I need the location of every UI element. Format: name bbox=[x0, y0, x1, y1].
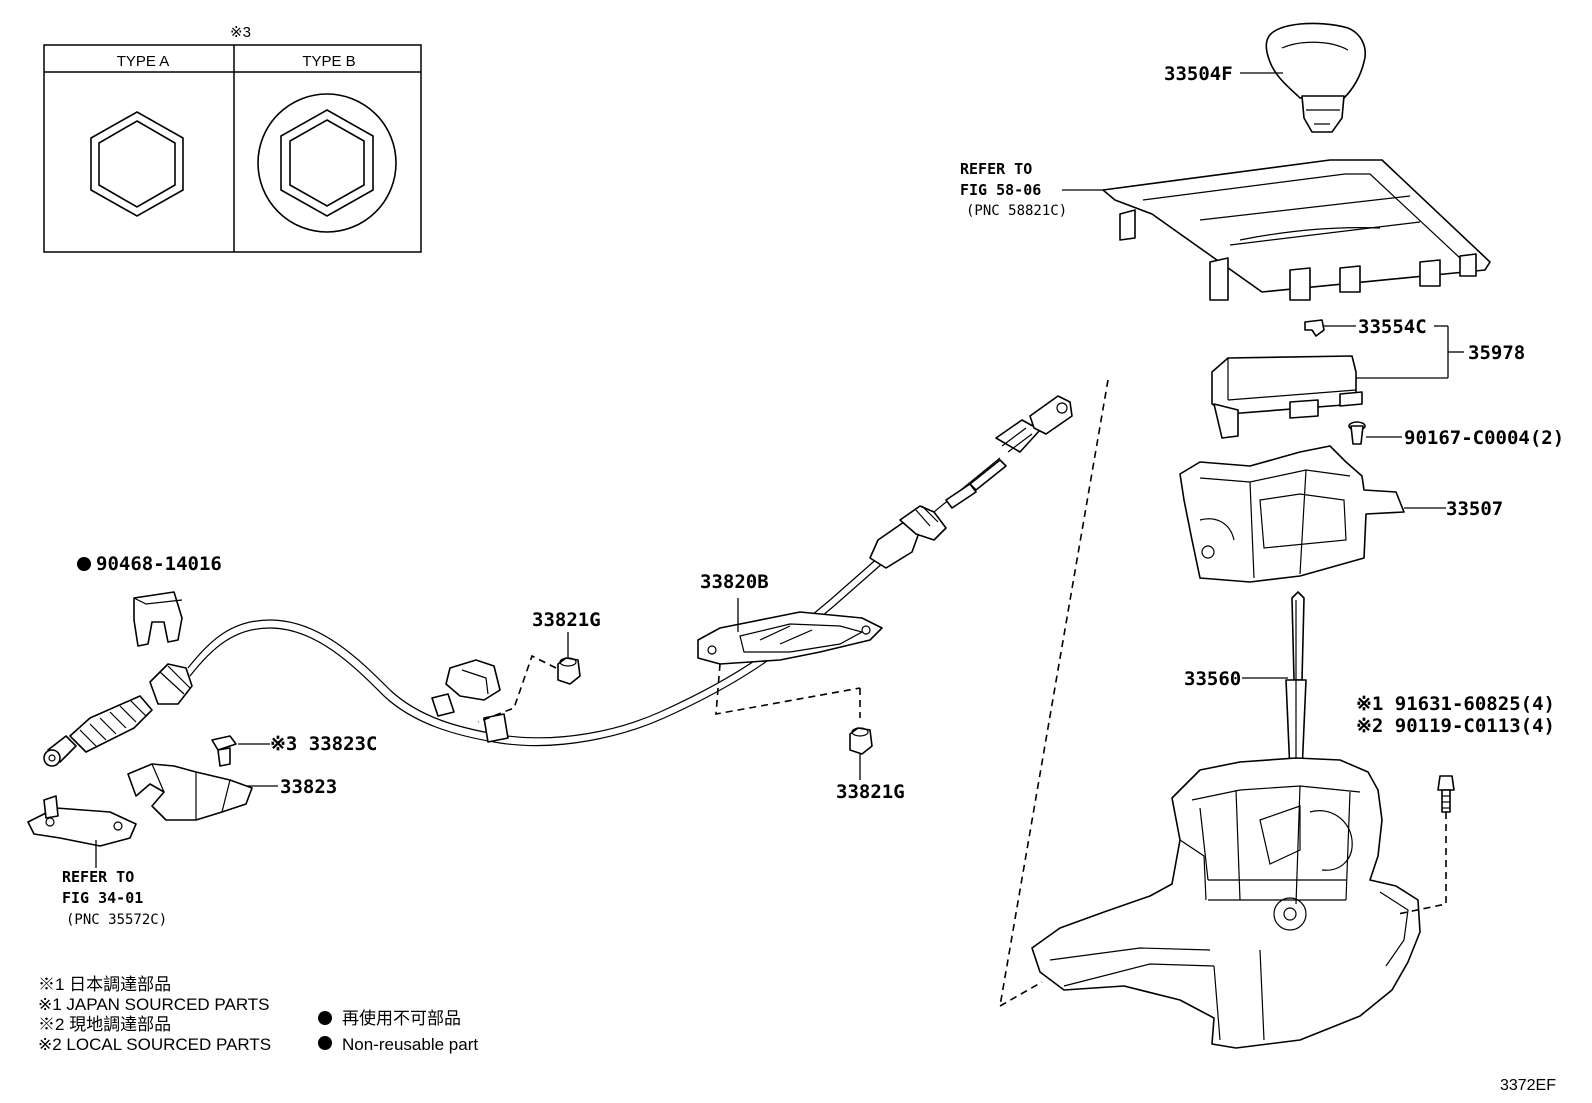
label-90167: 90167-C0004(2) bbox=[1404, 427, 1564, 449]
indicator-housing-part bbox=[1211, 355, 1363, 439]
type-table-note: ※3 bbox=[230, 24, 251, 41]
label-90119: ※2 90119-C0113(4) bbox=[1356, 715, 1555, 737]
type-a-hex-nut-icon bbox=[90, 111, 184, 217]
type-table: ※3 TYPE A TYPE B bbox=[43, 24, 422, 253]
label-33823C: ※3 33823C bbox=[270, 733, 377, 755]
shift-knob-part bbox=[1265, 22, 1366, 133]
ref-fig58-line2: FIG 58-06 bbox=[960, 181, 1041, 199]
nut-33821G-lower-part bbox=[849, 727, 873, 755]
ref-fig58-line1: REFER TO bbox=[960, 160, 1032, 178]
nut-33821G-upper-part bbox=[557, 657, 581, 685]
legend-line-2: ※1 JAPAN SOURCED PARTS bbox=[38, 995, 270, 1014]
selector-cover-part bbox=[1179, 445, 1405, 583]
bolt-33823C-part bbox=[211, 735, 237, 767]
legend-line-3: ※2 現地調達部品 bbox=[38, 1015, 171, 1034]
shift-lever-part bbox=[1285, 591, 1307, 773]
legend-line-1: ※1 日本調達部品 bbox=[38, 975, 171, 994]
transmission-lever-part bbox=[27, 795, 137, 847]
ref-fig34-line3: (PNC 35572C) bbox=[66, 912, 167, 928]
legend: ※1 日本調達部品 ※1 JAPAN SOURCED PARTS ※2 現地調達… bbox=[38, 975, 478, 1054]
label-35978: 35978 bbox=[1468, 342, 1525, 364]
ref-fig58-line3: (PNC 58821C) bbox=[966, 203, 1067, 219]
label-33507: 33507 bbox=[1446, 498, 1503, 520]
clip-33554C-part bbox=[1304, 319, 1325, 337]
label-33560: 33560 bbox=[1184, 668, 1241, 690]
legend-dot-icon bbox=[318, 1036, 332, 1050]
label-33821G-upper: 33821G bbox=[532, 609, 601, 631]
legend-line-4: ※2 LOCAL SOURCED PARTS bbox=[38, 1035, 271, 1054]
figure-code: 3372EF bbox=[1500, 1077, 1556, 1094]
console-bezel-part bbox=[1102, 159, 1491, 301]
screw-90167-part bbox=[1348, 421, 1366, 445]
type-a-label: TYPE A bbox=[117, 53, 170, 70]
label-33823: 33823 bbox=[280, 776, 337, 798]
shift-cable-part bbox=[43, 395, 1073, 767]
label-33504F: 33504F bbox=[1164, 63, 1233, 85]
type-b-label: TYPE B bbox=[302, 53, 355, 70]
label-90468: 90468-14016 bbox=[96, 553, 222, 575]
label-33554C: 33554C bbox=[1358, 316, 1427, 338]
ref-fig34-line1: REFER TO bbox=[62, 868, 134, 886]
legend-nonreusable-jp: 再使用不可部品 bbox=[342, 1008, 461, 1028]
clip-90468-part bbox=[133, 591, 183, 647]
shift-assembly-base-part bbox=[1031, 757, 1421, 1049]
legend-dot-icon bbox=[318, 1011, 332, 1025]
ref-fig34-line2: FIG 34-01 bbox=[62, 889, 143, 907]
legend-nonreusable-en: Non-reusable part bbox=[342, 1035, 478, 1054]
label-91631: ※1 91631-60825(4) bbox=[1356, 693, 1555, 715]
non-reusable-dot-icon bbox=[77, 557, 91, 571]
type-b-flanged-nut-icon bbox=[257, 93, 397, 233]
label-33820B: 33820B bbox=[700, 571, 769, 593]
bolt-91631-part bbox=[1437, 775, 1455, 813]
bracket-33823-part bbox=[127, 763, 253, 821]
label-33821G-lower: 33821G bbox=[836, 781, 905, 803]
